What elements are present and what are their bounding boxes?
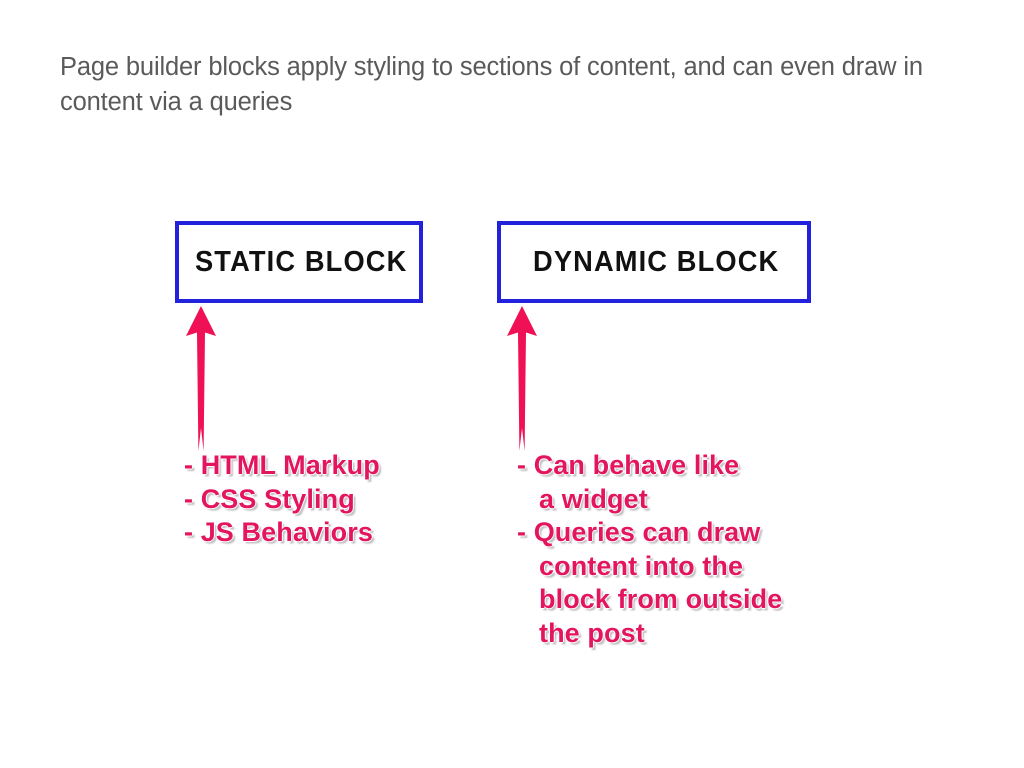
up-arrow-dynamic-icon (507, 306, 537, 451)
list-item: block from outside (539, 584, 783, 614)
list-item: - Can behave like (517, 450, 740, 480)
list-item: content into the (539, 550, 744, 581)
dynamic-block-label: DYNAMIC BLOCK (533, 245, 780, 278)
slide-heading: Page builder blocks apply styling to sec… (60, 53, 930, 116)
list-item: - JS Behaviors (184, 517, 373, 547)
static-block-box[interactable]: STATIC BLOCK (175, 221, 423, 303)
list-item: a widget (539, 483, 648, 514)
list-item: - CSS Styling (184, 483, 355, 514)
list-item: - HTML Markup (184, 450, 380, 480)
dynamic-block-box[interactable]: DYNAMIC BLOCK (497, 221, 811, 303)
static-block-label: STATIC BLOCK (195, 245, 408, 278)
static-block-bullet-list: - HTML Markup - CSS Styling - JS Behavio… (184, 449, 484, 550)
dynamic-block-bullet-list: - Can behave like a widget - Queries can… (517, 449, 847, 650)
list-item: - Queries can draw (517, 517, 761, 547)
up-arrow-static-icon (186, 306, 216, 451)
list-item: the post (539, 617, 645, 648)
